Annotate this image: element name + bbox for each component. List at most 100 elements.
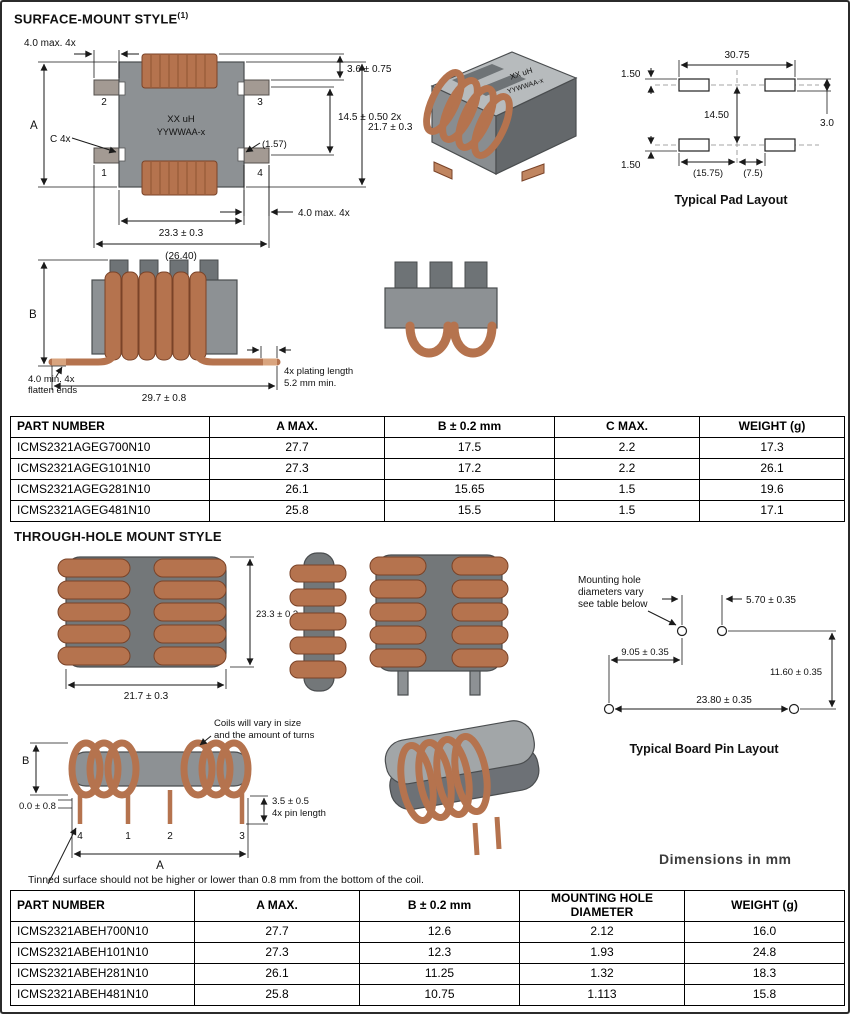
table-row: ICMS2321ABEH700N10 27.7 12.6 2.12 16.0	[10, 920, 845, 943]
smd-top-view-component: XX uH YYWWAA-x	[93, 53, 270, 196]
pin-dim-left-label: 9.05 ± 0.35	[621, 647, 668, 658]
pad-layout-pads	[655, 70, 819, 166]
part-number-cell: ICMS2321ABEH281N10	[10, 962, 195, 985]
dim-coil-offset-label: 3.6 ± 0.75	[347, 64, 392, 75]
weight-cell: 16.0	[684, 920, 845, 943]
pin2-label: 2	[101, 97, 107, 108]
pin-layout-notes: Mounting hole diameters vary see table b…	[578, 575, 677, 626]
smd-section-title: SURFACE-MOUNT STYLE(1)	[14, 10, 188, 26]
th-front-coil-left	[57, 558, 131, 666]
th-front-view-drawing: 23.3 ± 0.3 21.7 ± 0.3	[57, 556, 298, 702]
table-header-row: PART NUMBER A MAX. B ± 0.2 mm MOUNTING H…	[10, 890, 845, 922]
th-spec-table: PART NUMBER A MAX. B ± 0.2 mm MOUNTING H…	[10, 890, 845, 1006]
pad-left-ref-label: (15.75)	[693, 168, 723, 179]
th-front2-coil-right	[451, 556, 509, 668]
pad-right-ref-label: (7.5)	[743, 168, 763, 179]
smd-side-component	[48, 259, 281, 366]
th-pin3-label: 3	[239, 831, 245, 842]
pin-layout-holes	[603, 625, 800, 715]
pin1-label: 1	[101, 168, 107, 179]
pad-height-label: 3.0	[820, 118, 834, 129]
mounting-hole-note-line1: Mounting hole	[578, 575, 641, 586]
th-3d-view-drawing	[384, 720, 540, 856]
mounting-hole-note-line3: see table below	[578, 599, 648, 610]
table-header-row: PART NUMBER A MAX. B ± 0.2 mm C MAX. WEI…	[10, 416, 845, 438]
mounting-hole-note-line2: diameters vary	[578, 587, 644, 598]
th-front-dimensions: 23.3 ± 0.3 21.7 ± 0.3	[65, 556, 298, 702]
mounting-hole-cell: 1.113	[519, 983, 685, 1006]
th-dimension-view-drawing: 4 1 2 3 B 0.0 ± 0.8 A 3.5 ± 0.5 4x pin l…	[19, 718, 326, 885]
flatten-note-line2: flatten ends	[28, 385, 77, 396]
th-pin-length-label-line2: 4x pin length	[272, 808, 326, 819]
smd-side-dimensions: B 4.0 min. 4x flatten ends 29.7 ± 0.8 4x…	[28, 259, 353, 404]
smd-front-component	[384, 261, 498, 358]
th-pin4-label: 4	[77, 831, 83, 842]
dim-overall-label: (26.40)	[165, 251, 197, 262]
pin-dim-right-label: 11.60 ± 0.35	[770, 667, 822, 678]
col-a-max: A MAX.	[209, 416, 385, 438]
th-section-title: THROUGH-HOLE MOUNT STYLE	[14, 529, 222, 544]
smd-3d-view-drawing: XX uH YYWWAA-x	[423, 51, 578, 182]
smd-3d-coil	[423, 69, 513, 159]
dim-c-label: C 4x	[50, 134, 71, 145]
th-dim-a-label: A	[156, 860, 164, 872]
smd-section-title-superscript: (1)	[177, 10, 189, 20]
dim-lead-span-label: 29.7 ± 0.8	[142, 393, 187, 404]
b-cell: 17.2	[384, 458, 555, 480]
smd-top-view-drawing: XX uH YYWWAA-x 4.0 max. 4x A C 4x 2 3 1 …	[24, 38, 413, 262]
a-max-cell: 27.7	[194, 920, 360, 943]
smd-3d-component: XX uH YYWWAA-x	[423, 51, 578, 182]
part-number-cell: ICMS2321AGEG281N10	[10, 479, 210, 501]
th-dim-b-label: B	[22, 755, 29, 767]
pin3-label: 3	[257, 97, 263, 108]
mounting-hole-cell: 1.93	[519, 941, 685, 964]
c-max-cell: 2.2	[554, 437, 700, 459]
smd-marking-line2: YYWWAA-x	[157, 127, 206, 137]
th-dim-height-label: 23.3 ± 0.3	[256, 609, 298, 620]
b-cell: 12.6	[359, 920, 520, 943]
col-weight: WEIGHT (g)	[684, 890, 845, 922]
part-number-cell: ICMS2321AGEG700N10	[10, 437, 210, 459]
weight-cell: 15.8	[684, 983, 845, 1006]
board-pin-layout-drawing: Mounting hole diameters vary see table b…	[578, 575, 836, 756]
th-3d-coil	[397, 732, 491, 825]
a-max-cell: 27.3	[209, 458, 385, 480]
b-cell: 11.25	[359, 962, 520, 985]
plating-note-line2: 5.2 mm min.	[284, 378, 336, 389]
plating-note-line1: 4x plating length	[284, 366, 353, 377]
dim-pad-width-top-label: 4.0 max. 4x	[24, 38, 76, 49]
part-number-cell: ICMS2321ABEH481N10	[10, 983, 195, 1006]
col-mounting-hole: MOUNTING HOLE DIAMETER	[519, 890, 685, 922]
th-front2-component	[369, 554, 509, 696]
weight-cell: 24.8	[684, 941, 845, 964]
th-side-view-drawing	[289, 552, 347, 692]
pad-top-offset-label: 1.50	[621, 69, 641, 80]
smd-front-view-drawing	[384, 261, 498, 358]
th-dim-dimensions: B 0.0 ± 0.8 A 3.5 ± 0.5 4x pin length Co…	[19, 718, 326, 885]
dim-height-label: 21.7 ± 0.3	[368, 122, 413, 133]
pad-layout-title: Typical Pad Layout	[675, 193, 789, 207]
th-dim-width-label: 21.7 ± 0.3	[124, 691, 169, 702]
coil-vary-note-line1: Coils will vary in size	[214, 718, 301, 729]
pin-layout-dimensions: 5.70 ± 0.35 9.05 ± 0.35 11.60 ± 0.35 23.…	[608, 595, 836, 713]
a-max-cell: 27.7	[209, 437, 385, 459]
smd-side-view-drawing: B 4.0 min. 4x flatten ends 29.7 ± 0.8 4x…	[28, 259, 353, 404]
th-dim-component: 4 1 2 3	[68, 739, 252, 842]
tinned-surface-note: Tinned surface should not be higher or l…	[28, 874, 424, 886]
dim-a-label: A	[30, 120, 38, 132]
pad-span-label: 30.75	[724, 50, 749, 61]
pad-bottom-offset-label: 1.50	[621, 160, 641, 171]
weight-cell: 26.1	[699, 458, 845, 480]
dim-ref-157-label: (1.57)	[262, 139, 287, 150]
dimensions-unit-note: Dimensions in mm	[659, 851, 792, 867]
c-max-cell: 1.5	[554, 479, 700, 501]
table-row: ICMS2321ABEH281N10 26.1 11.25 1.32 18.3	[10, 962, 845, 985]
dim-b-label: B	[29, 309, 37, 321]
mounting-hole-cell: 1.32	[519, 962, 685, 985]
part-number-cell: ICMS2321AGEG481N10	[10, 500, 210, 522]
col-a-max: A MAX.	[194, 890, 360, 922]
part-number-cell: ICMS2321ABEH101N10	[10, 941, 195, 964]
weight-cell: 17.1	[699, 500, 845, 522]
th-3d-component	[384, 720, 540, 856]
